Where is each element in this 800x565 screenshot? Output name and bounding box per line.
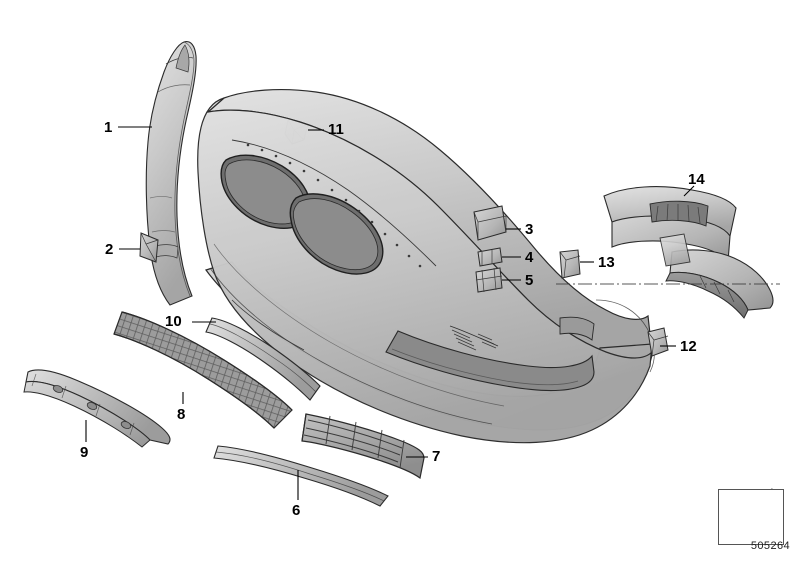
callout-9: 9	[80, 444, 89, 461]
callout-6: 6	[292, 502, 301, 519]
part-6-lower-finisher-strip	[213, 445, 389, 507]
part-12-side-clip	[647, 327, 669, 357]
part-13-side-bracket	[559, 249, 581, 279]
part-7-center-lower-grille	[301, 413, 425, 480]
callout-14: 14	[688, 171, 705, 188]
part-4-mounting-clip	[477, 247, 503, 267]
part-1-left-side-trim	[145, 41, 197, 306]
callout-5: 5	[525, 272, 534, 289]
part-8-mesh-grille	[113, 311, 293, 429]
orientation-box	[718, 489, 784, 545]
callout-12: 12	[680, 338, 697, 355]
drawing-number: 505264	[750, 540, 790, 552]
callout-10: 10	[165, 313, 182, 330]
part-9-lower-reinforcement	[23, 369, 171, 448]
callout-leader-lines	[85, 126, 695, 500]
part-5-guide-clip	[475, 267, 503, 293]
callout-1: 1	[104, 119, 113, 136]
part-2-clip-bracket	[139, 232, 159, 263]
callout-3: 3	[525, 221, 534, 238]
callout-7: 7	[432, 448, 441, 465]
callout-13: 13	[598, 254, 615, 271]
callout-4: 4	[525, 249, 534, 266]
callout-11: 11	[328, 121, 344, 138]
callout-2: 2	[105, 241, 114, 258]
callout-8: 8	[177, 406, 186, 423]
part-14-right-trim-assembly	[556, 186, 780, 319]
part-3-tow-eye-cover	[473, 205, 507, 241]
part-10-upper-trim-strip	[205, 317, 321, 401]
